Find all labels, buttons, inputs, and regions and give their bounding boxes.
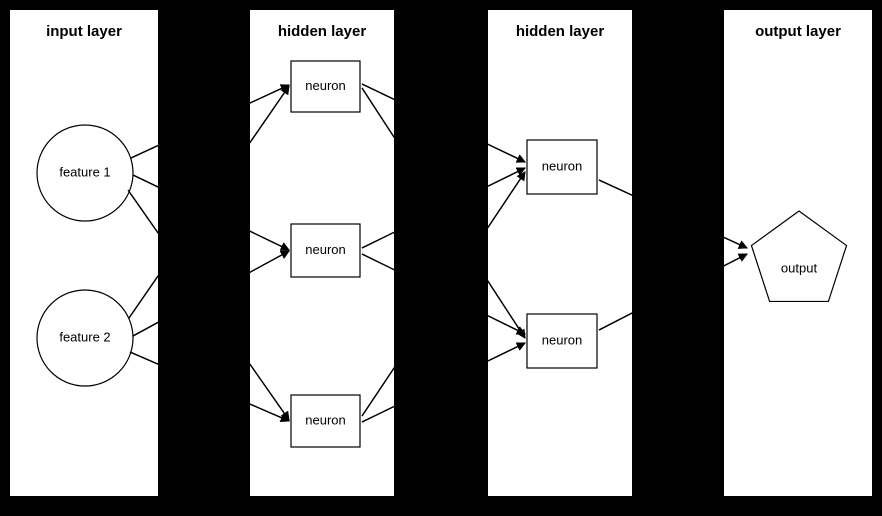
layer-title-hidden-layer-1: hidden layer — [278, 23, 367, 40]
separator-band-3 — [632, 0, 724, 516]
node-hidden-1-neuron-1[interactable]: neuron — [290, 60, 361, 113]
node-hidden-1-neuron-3[interactable]: neuron — [290, 394, 361, 448]
edge-stub-feature-2-to-hidden-1-neuron-3 — [129, 351, 159, 365]
node-hidden-2-neuron-1[interactable]: neuron — [526, 139, 598, 195]
layer-panel-hidden-layer-2 — [488, 10, 632, 496]
separator-bands — [158, 0, 724, 516]
node-feature-1[interactable]: feature 1 — [36, 124, 134, 222]
edge-stub-hidden-1-neuron-1-to-hidden-2-neuron-1 — [361, 83, 395, 100]
edge-overlay-hidden-2-neuron-2-to-output-node — [723, 253, 748, 267]
edge-overlay-feature-2-to-hidden-1-neuron-3 — [249, 403, 290, 422]
edge-overlay-hidden-1-neuron-2-to-hidden-2-neuron-2 — [487, 315, 526, 335]
layer-title-output-layer: output layer — [755, 23, 841, 40]
edge-stub-hidden-2-neuron-1-to-output-node — [598, 179, 633, 196]
edge-stub-feature-1-to-hidden-1-neuron-2 — [132, 174, 159, 188]
rect-shape — [526, 139, 598, 195]
edge-overlay-hidden-1-neuron-3-to-hidden-2-neuron-1 — [487, 171, 526, 228]
edge-overlay-feature-1-to-hidden-1-neuron-2 — [249, 230, 290, 251]
edge-overlay-feature-2-to-hidden-1-neuron-1 — [249, 85, 290, 143]
edge-overlay-feature-2-to-hidden-1-neuron-2 — [249, 250, 290, 273]
pentagon-shape — [750, 210, 848, 303]
rect-shape — [290, 223, 361, 278]
edge-stub-hidden-1-neuron-2-to-hidden-2-neuron-2 — [361, 253, 395, 271]
node-label: neuron — [305, 412, 345, 427]
separator-band-2 — [394, 0, 488, 516]
node-feature-2[interactable]: feature 2 — [36, 289, 134, 387]
node-label: neuron — [305, 78, 345, 93]
edge-stub-feature-1-to-hidden-1-neuron-1 — [130, 144, 159, 159]
connection-edges-overlay — [127, 83, 748, 423]
edge-stub-feature-2-to-hidden-1-neuron-2 — [132, 321, 159, 337]
edge-stub-hidden-1-neuron-2-to-hidden-2-neuron-1 — [361, 231, 395, 249]
node-label: neuron — [542, 158, 582, 173]
edge-overlay-hidden-1-neuron-1-to-hidden-2-neuron-1 — [487, 143, 526, 163]
edge-stub-hidden-1-neuron-3-to-hidden-2-neuron-2 — [361, 405, 395, 423]
separator-band-1 — [158, 0, 250, 516]
edge-stub-hidden-1-neuron-1-to-hidden-2-neuron-2 — [361, 87, 395, 138]
rect-shape — [290, 60, 361, 113]
edge-stub-feature-1-to-hidden-1-neuron-3 — [127, 189, 159, 234]
network-nodes: feature 1 feature 2 neuron neuron neuron neur… — [36, 60, 848, 448]
node-output-node[interactable]: output — [750, 210, 848, 303]
layer-title-hidden-layer-2: hidden layer — [516, 23, 605, 40]
rect-shape — [290, 394, 361, 448]
node-hidden-2-neuron-2[interactable]: neuron — [526, 313, 598, 369]
edge-stub-hidden-1-neuron-3-to-hidden-2-neuron-1 — [361, 367, 395, 417]
edge-stub-feature-2-to-hidden-1-neuron-1 — [128, 275, 159, 319]
edge-overlay-hidden-1-neuron-3-to-hidden-2-neuron-2 — [487, 342, 526, 362]
edge-overlay-hidden-1-neuron-2-to-hidden-2-neuron-1 — [487, 167, 526, 187]
layer-titles: input layer hidden layer hidden layer outpu… — [46, 23, 841, 40]
node-label: feature 1 — [59, 164, 110, 179]
layer-panel-input-layer — [10, 10, 158, 496]
layer-title-input-layer: input layer — [46, 23, 122, 40]
circle-shape — [36, 289, 134, 387]
node-label: neuron — [305, 242, 345, 257]
circle-shape — [36, 124, 134, 222]
edge-stub-hidden-2-neuron-2-to-output-node — [598, 312, 633, 331]
edge-overlay-hidden-2-neuron-1-to-output-node — [723, 236, 748, 249]
node-label: output — [781, 260, 818, 275]
node-label: neuron — [542, 332, 582, 347]
node-label: feature 2 — [59, 329, 110, 344]
edge-overlay-feature-1-to-hidden-1-neuron-3 — [249, 363, 290, 421]
rect-shape — [526, 313, 598, 369]
node-hidden-1-neuron-2[interactable]: neuron — [290, 223, 361, 278]
